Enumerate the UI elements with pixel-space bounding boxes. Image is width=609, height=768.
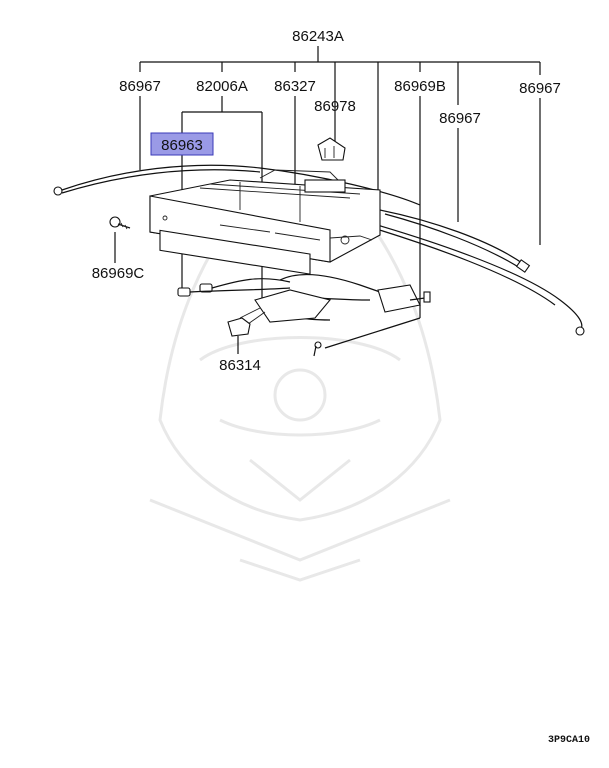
label-86963: 86963 — [161, 137, 203, 154]
figure-code: 3P9CA10 — [548, 735, 590, 746]
heater-control-unit — [149, 169, 381, 275]
label-82006A: 82006A — [196, 78, 248, 95]
cable-end-right — [515, 259, 531, 273]
cable-end-left — [53, 186, 63, 196]
screw-part-left — [109, 216, 131, 230]
clip-part — [317, 137, 346, 161]
label-86967-right: 86967 — [519, 80, 561, 97]
label-86243A: 86243A — [292, 28, 344, 45]
label-86969C: 86969C — [92, 265, 145, 282]
cable-end-lower-right — [575, 326, 585, 336]
label-86967-left: 86967 — [119, 78, 161, 95]
label-86969B: 86969B — [394, 78, 446, 95]
label-86314: 86314 — [219, 357, 261, 374]
label-86327: 86327 — [274, 78, 316, 95]
label-86967-mid: 86967 — [439, 110, 481, 127]
watermark-emblem — [149, 209, 451, 582]
knob-part — [227, 317, 251, 337]
highlight-86963 — [150, 132, 214, 156]
screw-part-lower — [313, 341, 322, 357]
wiring-harness — [177, 273, 431, 325]
label-86978: 86978 — [314, 98, 356, 115]
